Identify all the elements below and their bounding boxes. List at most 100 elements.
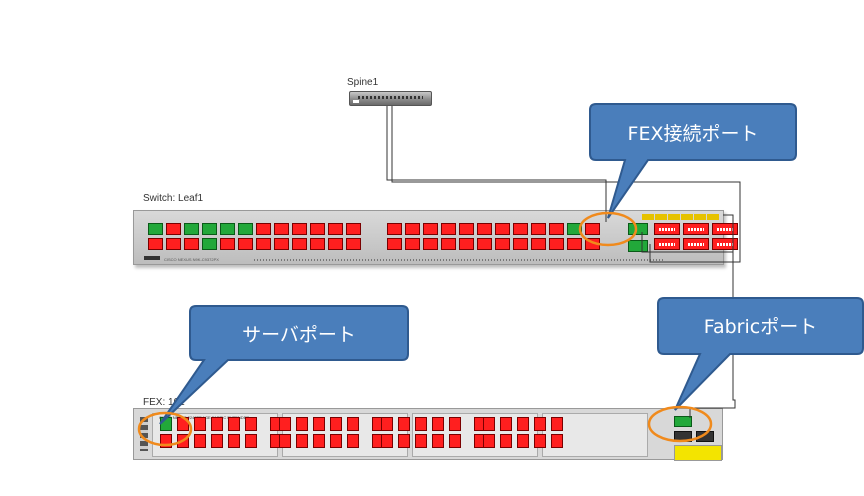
- leaf-port-1-9[interactable]: [292, 223, 307, 235]
- fex-port-1-22[interactable]: [517, 417, 529, 431]
- leaf-port-2-5[interactable]: [220, 238, 235, 250]
- leaf-port-2-19[interactable]: [495, 238, 510, 250]
- leaf-port-1-20[interactable]: [513, 223, 528, 235]
- leaf-port-2-6[interactable]: [238, 238, 253, 250]
- leaf-port-1-17[interactable]: [459, 223, 474, 235]
- fex-port-2-22[interactable]: [517, 434, 529, 448]
- leaf-port-2-24[interactable]: [585, 238, 600, 250]
- leaf-port-1-6[interactable]: [238, 223, 253, 235]
- leaf-port-2-10[interactable]: [310, 238, 325, 250]
- leaf-port-2-20[interactable]: [513, 238, 528, 250]
- leaf-uplink-port-1[interactable]: [628, 223, 648, 235]
- leaf-port-1-1[interactable]: [148, 223, 163, 235]
- fex-port-1-15[interactable]: [398, 417, 410, 431]
- fex-port-1-18[interactable]: [449, 417, 461, 431]
- fex-port-1-6[interactable]: [245, 417, 257, 431]
- leaf-port-2-11[interactable]: [328, 238, 343, 250]
- leaf-port-2-13[interactable]: [387, 238, 402, 250]
- leaf-uplink-port-2[interactable]: [628, 240, 648, 252]
- fex-port-1-9[interactable]: [296, 417, 308, 431]
- fex-port-2-8[interactable]: [279, 434, 291, 448]
- fex-port-1-4[interactable]: [211, 417, 223, 431]
- fex-port-2-24[interactable]: [551, 434, 563, 448]
- fex-port-2-10[interactable]: [313, 434, 325, 448]
- leaf-port-2-23[interactable]: [567, 238, 582, 250]
- fex-uplink-port-3[interactable]: [696, 431, 714, 442]
- leaf-port-2-8[interactable]: [274, 238, 289, 250]
- fex-port-2-12[interactable]: [347, 434, 359, 448]
- leaf-port-1-10[interactable]: [310, 223, 325, 235]
- leaf-port-2-21[interactable]: [531, 238, 546, 250]
- fex-port-1-21[interactable]: [500, 417, 512, 431]
- leaf-port-2-3[interactable]: [184, 238, 199, 250]
- fex-port-2-3[interactable]: [194, 434, 206, 448]
- leaf-qsfp-port[interactable]: [654, 223, 680, 235]
- fex-uplink-port-2[interactable]: [674, 431, 692, 442]
- fex-port-2-21[interactable]: [500, 434, 512, 448]
- leaf-qsfp-port[interactable]: [712, 238, 738, 250]
- leaf-port-1-12[interactable]: [346, 223, 361, 235]
- fex-uplink-port-1[interactable]: [674, 416, 692, 427]
- leaf-port-2-14[interactable]: [405, 238, 420, 250]
- fex-port-1-24[interactable]: [551, 417, 563, 431]
- leaf-port-2-17[interactable]: [459, 238, 474, 250]
- leaf-port-1-19[interactable]: [495, 223, 510, 235]
- fex-port-2-9[interactable]: [296, 434, 308, 448]
- leaf-qsfp-port[interactable]: [683, 223, 709, 235]
- leaf-port-1-22[interactable]: [549, 223, 564, 235]
- leaf-port-1-3[interactable]: [184, 223, 199, 235]
- fex-port-2-14[interactable]: [381, 434, 393, 448]
- leaf-port-2-16[interactable]: [441, 238, 456, 250]
- leaf-port-2-22[interactable]: [549, 238, 564, 250]
- leaf-port-1-4[interactable]: [202, 223, 217, 235]
- fex-port-2-1[interactable]: [160, 434, 172, 448]
- leaf-port-2-4[interactable]: [202, 238, 217, 250]
- leaf-port-1-16[interactable]: [441, 223, 456, 235]
- fex-port-1-2[interactable]: [177, 417, 189, 431]
- leaf-port-1-21[interactable]: [531, 223, 546, 235]
- fex-port-2-11[interactable]: [330, 434, 342, 448]
- fex-port-1-8[interactable]: [279, 417, 291, 431]
- leaf-port-1-15[interactable]: [423, 223, 438, 235]
- spine-switch[interactable]: [349, 91, 432, 106]
- leaf-port-2-9[interactable]: [292, 238, 307, 250]
- fex-switch[interactable]: CISCO NEXUS 2248TP 1GE FABRIC EXTENDER: [133, 408, 723, 461]
- leaf-port-1-5[interactable]: [220, 223, 235, 235]
- fex-port-1-16[interactable]: [415, 417, 427, 431]
- leaf-port-1-24[interactable]: [585, 223, 600, 235]
- fex-port-1-10[interactable]: [313, 417, 325, 431]
- fex-port-1-1[interactable]: [160, 417, 172, 431]
- fex-port-1-11[interactable]: [330, 417, 342, 431]
- leaf-qsfp-port[interactable]: [712, 223, 738, 235]
- fex-port-2-5[interactable]: [228, 434, 240, 448]
- leaf-port-1-13[interactable]: [387, 223, 402, 235]
- leaf-qsfp-port[interactable]: [683, 238, 709, 250]
- fex-port-2-4[interactable]: [211, 434, 223, 448]
- fex-port-1-20[interactable]: [483, 417, 495, 431]
- leaf-port-1-18[interactable]: [477, 223, 492, 235]
- leaf-port-1-23[interactable]: [567, 223, 582, 235]
- fex-port-2-6[interactable]: [245, 434, 257, 448]
- fex-port-1-3[interactable]: [194, 417, 206, 431]
- fex-port-2-2[interactable]: [177, 434, 189, 448]
- fex-port-1-23[interactable]: [534, 417, 546, 431]
- leaf-port-1-11[interactable]: [328, 223, 343, 235]
- leaf-port-2-2[interactable]: [166, 238, 181, 250]
- leaf-port-2-15[interactable]: [423, 238, 438, 250]
- fex-port-2-15[interactable]: [398, 434, 410, 448]
- fex-port-2-23[interactable]: [534, 434, 546, 448]
- leaf-port-2-18[interactable]: [477, 238, 492, 250]
- fex-port-1-14[interactable]: [381, 417, 393, 431]
- fex-port-2-16[interactable]: [415, 434, 427, 448]
- fex-port-2-20[interactable]: [483, 434, 495, 448]
- leaf-port-2-12[interactable]: [346, 238, 361, 250]
- leaf-port-1-14[interactable]: [405, 223, 420, 235]
- leaf-qsfp-port[interactable]: [654, 238, 680, 250]
- fex-port-1-12[interactable]: [347, 417, 359, 431]
- leaf-port-2-1[interactable]: [148, 238, 163, 250]
- leaf-port-1-2[interactable]: [166, 223, 181, 235]
- leaf-switch[interactable]: CISCO NEXUS N9K-C9372PX: [133, 210, 738, 265]
- fex-port-1-17[interactable]: [432, 417, 444, 431]
- leaf-port-1-8[interactable]: [274, 223, 289, 235]
- fex-port-2-18[interactable]: [449, 434, 461, 448]
